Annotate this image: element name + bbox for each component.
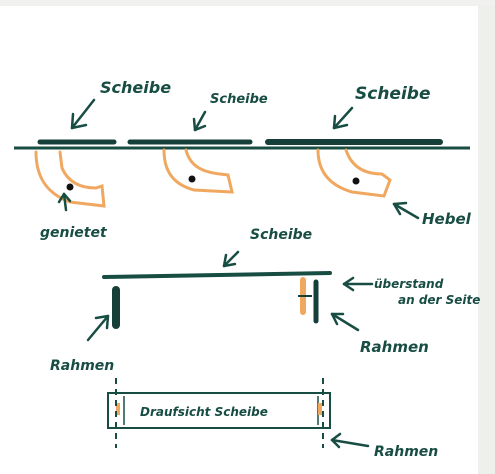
paper-top-shadow [0,0,495,6]
label-scheibe-3: Scheibe [355,84,430,104]
label-genietet: genietet [40,225,108,241]
label-rahmen-right: Rahmen [360,338,429,356]
label-scheibe-2: Scheibe [210,92,268,107]
lever-3 [316,148,392,198]
lever-2 [162,148,234,194]
draufsicht-outline [107,392,331,429]
rivet-1 [66,183,74,191]
middle-disc [102,271,332,279]
label-draufsicht: Draufsicht Scheibe [140,405,268,419]
label-ueberstand-2: an der Seite [398,293,480,307]
paper-right-shadow [478,0,495,474]
arrows-middle [86,250,374,342]
label-ueberstand-1: überstand [374,277,444,291]
label-rahmen-bottom: Rahmen [374,444,438,460]
label-scheibe-1: Scheibe [100,78,171,97]
label-scheibe-4: Scheibe [250,227,312,243]
label-rahmen-left: Rahmen [50,358,114,374]
rivet-2 [188,175,196,183]
lever-1 [34,150,106,208]
label-hebel: Hebel [422,210,472,228]
arrows-top [57,98,420,220]
arrows-bottom [330,432,370,449]
rivet-3 [352,177,360,185]
